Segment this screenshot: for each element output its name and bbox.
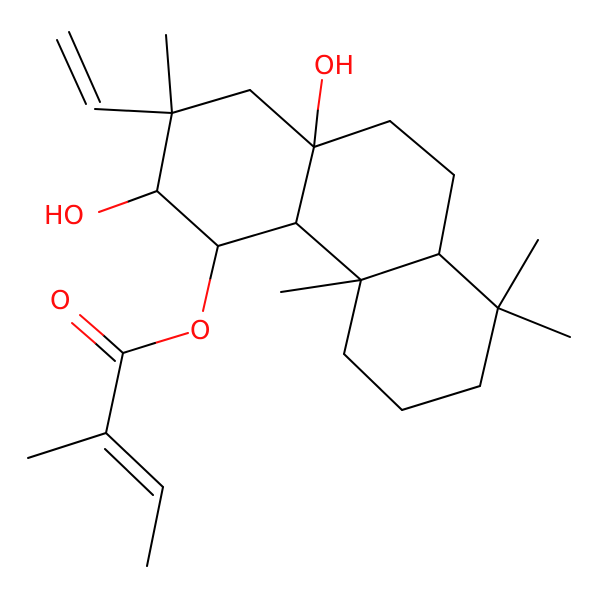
bond-c2-c1	[171, 89, 251, 114]
bond-vinyl-single	[94, 108, 173, 114]
bond-c3-ho	[126, 190, 158, 203]
bond-c16-c13	[438, 253, 499, 309]
bond-carbonyl-double-a	[102, 334, 124, 354]
hydroxyl-label-top: OH	[314, 51, 354, 81]
bond-cbeta-methyl	[146, 486, 164, 567]
ring-a	[156, 34, 315, 247]
bond-c16-methyl-a	[497, 239, 539, 309]
bond-c10-oh-o	[317, 79, 323, 110]
ring-b	[295, 120, 455, 281]
butenoyl-chain	[27, 352, 164, 567]
bond-c1-c10	[249, 89, 315, 148]
bond-vinyl-double-b	[56, 39, 87, 105]
bond-c10-c11	[313, 120, 391, 148]
ring-c	[280, 239, 571, 411]
bond-c14-c15	[401, 385, 481, 411]
bond-carbonyl-double-a-o	[79, 314, 104, 336]
ester-group	[71, 245, 219, 362]
bond-c5-c10	[295, 146, 315, 224]
bond-c8-methyl	[280, 279, 362, 293]
bond-c10-oh	[313, 108, 319, 148]
bond-c8-c9	[343, 279, 362, 355]
bond-c8-c5	[295, 222, 362, 281]
bond-c9-c14	[343, 353, 403, 411]
bond-c4-oester-o	[202, 279, 211, 312]
bond-c16-methyl-b	[497, 307, 571, 338]
hydroxyl-groups	[98, 79, 323, 213]
bond-c4-oester	[209, 245, 219, 281]
bond-alkene-double-b	[104, 448, 154, 496]
bond-oester-ccarbonyl	[122, 342, 156, 354]
bond-c3-c4	[156, 190, 219, 247]
bond-c12-c13	[438, 174, 455, 255]
carbonyl-oxygen-label: O	[50, 286, 70, 316]
ester-oxygen-label: O	[190, 316, 210, 346]
bond-carbonyl-double-b	[94, 342, 116, 362]
bond-ccarbonyl-calpha	[105, 352, 124, 434]
bond-c3-ho-o	[98, 201, 128, 213]
bond-oester-ccarbonyl-o	[154, 332, 189, 344]
vinyl-group	[56, 31, 173, 114]
bond-calpha-methyl	[27, 432, 107, 459]
hydroxyl-label-left: HO	[44, 201, 84, 231]
bond-alkene-double-a	[105, 432, 164, 488]
bond-c13-c8	[360, 253, 440, 281]
bond-c11-c12	[389, 120, 455, 176]
bond-c15-c16	[479, 307, 499, 387]
bond-vinyl-double-a	[68, 31, 101, 103]
bond-c2-methyl	[165, 34, 173, 114]
bond-c4-c5	[217, 222, 297, 247]
bond-c2-c3	[156, 112, 173, 192]
bond-carbonyl-double-b-o	[71, 322, 96, 344]
